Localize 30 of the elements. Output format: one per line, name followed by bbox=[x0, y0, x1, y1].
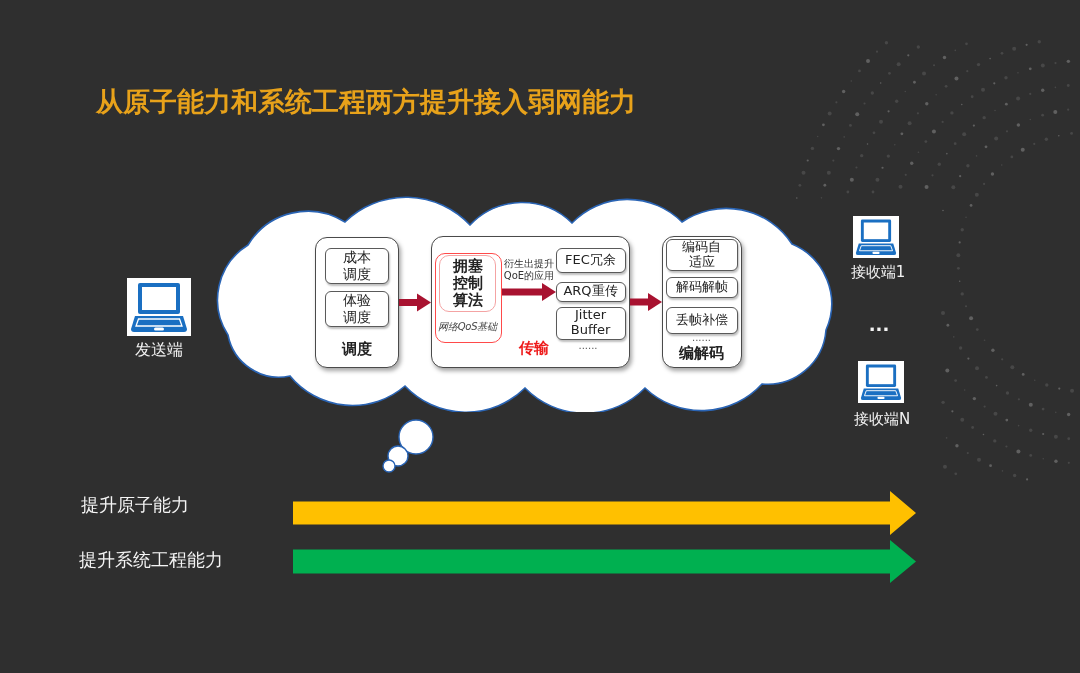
highlight-box bbox=[434, 252, 502, 343]
caption-text: 网络QoS基础 bbox=[437, 319, 499, 333]
process-box: 丢帧补偿 bbox=[665, 306, 738, 334]
ellipsis-text: ...... bbox=[577, 341, 599, 350]
group-box bbox=[431, 236, 630, 368]
arrow bbox=[630, 293, 662, 311]
process-box: FEC冗余 bbox=[555, 247, 626, 273]
group-box bbox=[315, 237, 399, 368]
device-label: 接收端1 bbox=[849, 262, 907, 282]
device-label: 发送端 bbox=[134, 340, 184, 360]
slide-title: 从原子能力和系统工程两方提升接入弱网能力 bbox=[96, 86, 636, 118]
arrow bbox=[502, 283, 556, 301]
arrow bbox=[399, 293, 431, 312]
process-box: 编码自适应 bbox=[665, 238, 738, 271]
ellipsis-text: ...... bbox=[690, 333, 713, 342]
arrow-label: 提升原子能力 bbox=[81, 494, 189, 516]
panel-title: 调度 bbox=[340, 339, 373, 359]
ellipsis-text: ... bbox=[867, 315, 891, 335]
process-box: 成本调度 bbox=[324, 247, 389, 284]
process-box: 体验调度 bbox=[324, 290, 389, 327]
process-box: 拥塞控制算法 bbox=[439, 255, 496, 312]
edge-label: 衍生出提升QoE的应用 bbox=[503, 258, 555, 282]
arrow-label: 提升系统工程能力 bbox=[79, 549, 223, 571]
process-box: ARQ重传 bbox=[555, 281, 626, 302]
process-box: Jitter Buffer bbox=[555, 306, 626, 340]
process-box: 解码解帧 bbox=[665, 276, 738, 298]
group-box bbox=[662, 236, 742, 368]
panel-title: 传输 bbox=[517, 338, 550, 358]
device-label: 接收端N bbox=[852, 409, 912, 429]
panel-title: 编解码 bbox=[678, 343, 725, 363]
